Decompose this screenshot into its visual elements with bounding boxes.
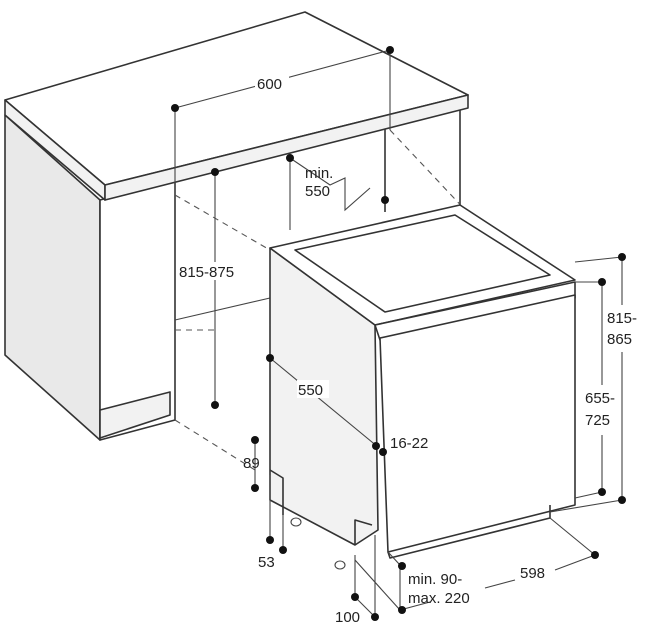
label-min-depth-2: 550 [305, 183, 330, 200]
dimension-lines [174, 49, 623, 618]
label-door-thickness: 16-22 [390, 435, 428, 452]
label-rear-offset: 53 [258, 554, 275, 571]
label-min-depth-1: min. [305, 165, 333, 182]
dimension-dots [171, 46, 626, 621]
dimension-labels: 600 815-875 min. 550 550 16-22 89 53 100… [178, 73, 637, 626]
dishwasher [269, 204, 576, 570]
label-countertop-width: 600 [257, 76, 282, 93]
label-appliance-width: 598 [520, 565, 545, 582]
label-total-height-1: 815- [607, 310, 637, 327]
label-front-offset: 100 [335, 609, 360, 626]
label-plinth-2: max. 220 [408, 590, 470, 607]
label-total-height-2: 865 [607, 331, 632, 348]
label-cabinet-height: 815-875 [179, 264, 234, 281]
label-door-height-2: 725 [585, 412, 610, 429]
label-appliance-depth: 550 [298, 382, 323, 399]
label-plinth-1: min. 90- [408, 571, 462, 588]
label-rear-height: 89 [243, 455, 260, 472]
label-door-height-1: 655- [585, 390, 615, 407]
kitchen-cabinet [4, 11, 471, 471]
